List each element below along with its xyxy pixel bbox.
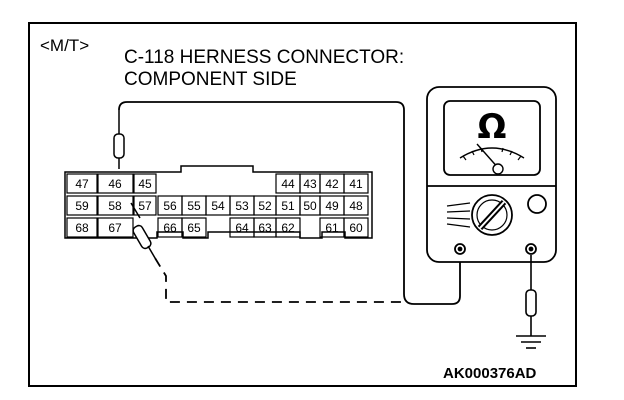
connector-housing: [64, 165, 373, 239]
pin-60: 60: [349, 221, 363, 235]
title-line-1: C-118 HERNESS CONNECTOR:: [124, 47, 405, 68]
pin-46: 46: [108, 177, 122, 191]
pin-47: 47: [75, 177, 89, 191]
title-line-2: COMPONENT SIDE: [124, 69, 297, 90]
test-probe-icon: [113, 110, 125, 169]
pin-41: 41: [349, 177, 363, 191]
pin-57: 57: [138, 199, 152, 213]
variant-label: <M/T>: [40, 36, 90, 55]
diagram-title: C-118 HERNESS CONNECTOR: COMPONENT SIDE: [124, 47, 404, 91]
pin-55: 55: [187, 199, 201, 213]
pin-53: 53: [235, 199, 249, 213]
pin-65: 65: [187, 221, 201, 235]
connector-cells: [66, 173, 369, 238]
pin-58: 58: [108, 199, 122, 213]
pin-49: 49: [325, 199, 339, 213]
pin-62: 62: [281, 221, 295, 235]
pin-66: 66: [163, 221, 177, 235]
figure-code: AK000376AD: [443, 365, 537, 382]
ohm-symbol: Ω: [478, 107, 507, 147]
pin-68: 68: [75, 221, 89, 235]
ohmmeter-icon: [426, 86, 557, 263]
pin-61: 61: [325, 221, 339, 235]
pin-51: 51: [281, 199, 295, 213]
ground-icon: [516, 255, 546, 349]
pin-43: 43: [303, 177, 317, 191]
pin-54: 54: [211, 199, 225, 213]
pin-45: 45: [138, 177, 152, 191]
pin-labels: 47 46 45 44 43 42 41 59 58 57 56 55 54 5…: [75, 177, 363, 235]
meter-lead-solid: [118, 101, 461, 305]
pin-50: 50: [303, 199, 317, 213]
pin-48: 48: [349, 199, 363, 213]
pin-63: 63: [258, 221, 272, 235]
pin-59: 59: [75, 199, 89, 213]
pin-52: 52: [258, 199, 272, 213]
test-probe-icon-angled: [130, 202, 156, 259]
pin-56: 56: [163, 199, 177, 213]
pin-44: 44: [281, 177, 295, 191]
meter-lead-dashed: [154, 257, 404, 303]
pin-67: 67: [108, 221, 122, 235]
pin-42: 42: [325, 177, 339, 191]
pin-64: 64: [235, 221, 249, 235]
